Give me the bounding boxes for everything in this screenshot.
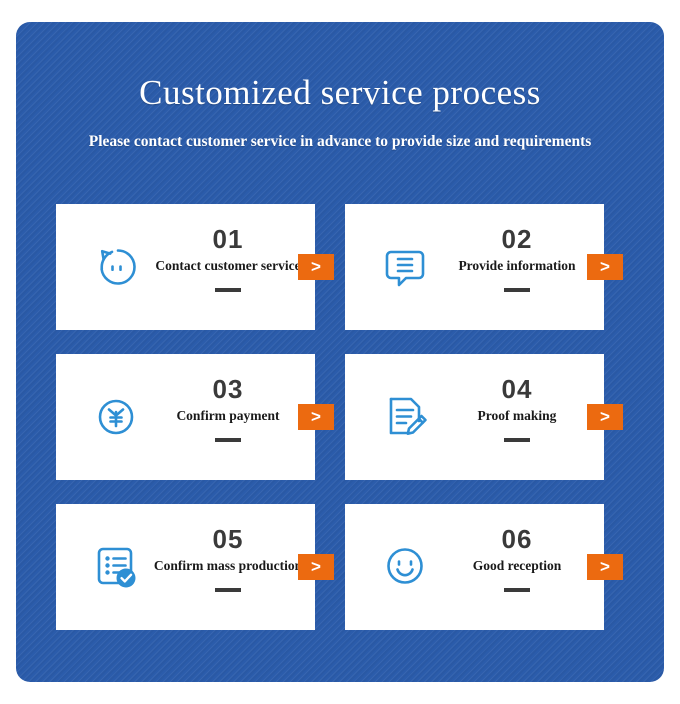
step-card-body: 06 Good reception (437, 526, 597, 592)
page-subtitle: Please contact customer service in advan… (88, 132, 592, 150)
document-pencil-icon (377, 388, 433, 444)
step-dash (215, 587, 241, 592)
step-card-01[interactable]: 01 Contact customer service > (56, 204, 334, 330)
step-card-body: 04 Proof making (437, 376, 597, 442)
smiley-face-icon (377, 538, 433, 594)
step-arrow-button[interactable]: > (298, 554, 334, 580)
step-dash (504, 287, 530, 292)
step-dash (504, 587, 530, 592)
steps-row: 01 Contact customer service > 02 (56, 204, 624, 330)
step-card-02[interactable]: 02 Provide information > (345, 204, 623, 330)
speech-bubble-lines-icon (377, 238, 433, 294)
step-arrow-button[interactable]: > (587, 404, 623, 430)
service-process-panel: Customized service process Please contac… (16, 22, 664, 682)
step-label: Confirm payment (176, 408, 280, 423)
step-card-body: 05 Confirm mass production (148, 526, 308, 592)
yuan-currency-circle-icon (88, 388, 144, 444)
step-label: Good reception (472, 558, 562, 573)
step-card-body: 02 Provide information (437, 226, 597, 292)
page-title: Customized service process (139, 73, 541, 112)
step-dash (215, 287, 241, 292)
steps-row: 03 Confirm payment > (56, 354, 624, 480)
step-arrow-button[interactable]: > (298, 254, 334, 280)
step-dash (215, 437, 241, 442)
step-number: 01 (212, 224, 244, 254)
step-number: 03 (212, 374, 244, 404)
step-label: Contact customer service (155, 258, 301, 273)
steps-row: 05 Confirm mass production > 06 (56, 504, 624, 630)
step-label: Confirm mass production (153, 558, 303, 573)
step-card-body: 03 Confirm payment (148, 376, 308, 442)
step-arrow-button[interactable]: > (587, 254, 623, 280)
panel-header: Customized service process Please contac… (16, 22, 664, 151)
step-number: 04 (501, 374, 533, 404)
step-arrow-button[interactable]: > (587, 554, 623, 580)
step-card-03[interactable]: 03 Confirm payment > (56, 354, 334, 480)
step-card-05[interactable]: 05 Confirm mass production > (56, 504, 334, 630)
step-arrow-button[interactable]: > (298, 404, 334, 430)
step-label: Proof making (477, 408, 557, 423)
step-card-04[interactable]: 04 Proof making > (345, 354, 623, 480)
face-reload-icon (88, 238, 144, 294)
step-dash (504, 437, 530, 442)
steps-grid: 01 Contact customer service > 02 (56, 204, 624, 630)
step-label: Provide information (458, 258, 576, 273)
step-number: 06 (501, 524, 533, 554)
checklist-check-icon (88, 538, 144, 594)
step-number: 05 (212, 524, 244, 554)
step-number: 02 (501, 224, 533, 254)
step-card-body: 01 Contact customer service (148, 226, 308, 292)
step-card-06[interactable]: 06 Good reception > (345, 504, 623, 630)
